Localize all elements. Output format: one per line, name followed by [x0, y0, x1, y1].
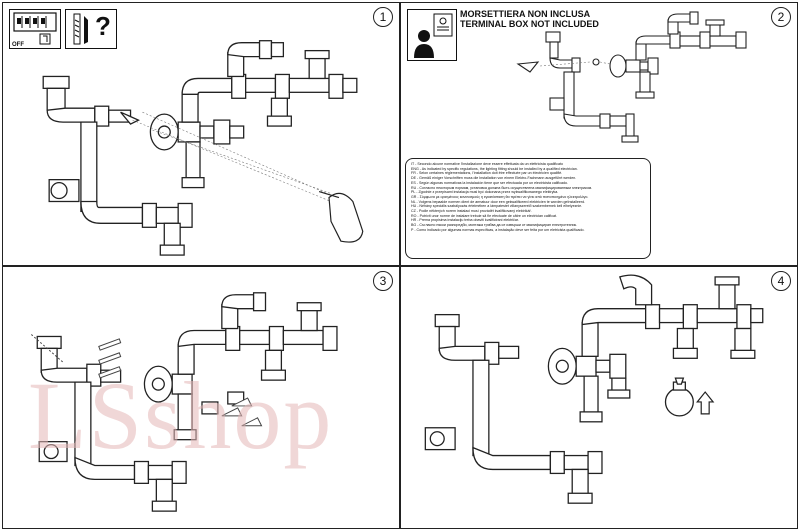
question-mark: ? [95, 11, 111, 41]
notice-line: RO - Potrivit unor norme de instalare tr… [411, 213, 558, 218]
step-1-number: 1 [373, 7, 393, 27]
terminal-box-warning: MORSETTIERA NON INCLUSA TERMINAL BOX NOT… [460, 9, 599, 29]
notice-line: HU - Néhány speciális szabályozás értelm… [411, 204, 583, 209]
notice-line: HR - Prema propisima instalaciju treba o… [411, 218, 519, 223]
step-2-illustration [516, 11, 747, 143]
step-1-panel: 1 OFF ? [2, 2, 400, 266]
notice-line: RU - Согласно некоторым нормам, установк… [411, 185, 593, 190]
notice-line: DE - Gemäß einiger Vorschriften muss die… [411, 176, 577, 181]
electrician-notice: IT - Secondo alcune normative l'installa… [405, 158, 651, 259]
step-3-illustration [30, 292, 338, 512]
shop-watermark: LSshop [28, 362, 334, 469]
notice-line: GR - Σύμφωνα με ορισμένους κανονισμούς η… [411, 194, 589, 199]
notice-line: NL - Volgens bepaalde normen dient de ar… [411, 199, 586, 204]
step-4-number: 4 [771, 271, 791, 291]
notice-line: BG - Съгласно някои разпоредби, монтажа … [411, 223, 578, 228]
step-1-illustration [42, 40, 364, 256]
warning-line-english: TERMINAL BOX NOT INCLUDED [460, 19, 599, 29]
off-label: OFF [12, 42, 24, 48]
step-4-illustration [424, 274, 764, 504]
electrician-icon [407, 9, 457, 61]
tools-question-icon [65, 9, 117, 49]
power-off-icon [9, 9, 61, 49]
step-4-panel: 4 [400, 266, 798, 529]
notice-line: FR - Selon certaines réglementations, l'… [411, 171, 563, 176]
notice-line: ES - Según algunas normativas la instala… [411, 180, 569, 185]
notice-line: IT - Secondo alcune normative l'installa… [411, 162, 563, 166]
step-3-number: 3 [373, 271, 393, 291]
notice-line: CZ - Podle některých norem instalaci mus… [411, 209, 532, 214]
warning-line-italian: MORSETTIERA NON INCLUSA [460, 9, 591, 19]
step-2-number: 2 [771, 7, 791, 27]
step-3-panel: 3 [2, 266, 400, 529]
notice-line: P - Como indicado por algumas normas esp… [411, 227, 585, 232]
notice-line: ENG - As indicated by specific regulatio… [411, 166, 578, 171]
notice-line: PL - Zgodnie z przepisami instalacja mus… [411, 190, 559, 195]
